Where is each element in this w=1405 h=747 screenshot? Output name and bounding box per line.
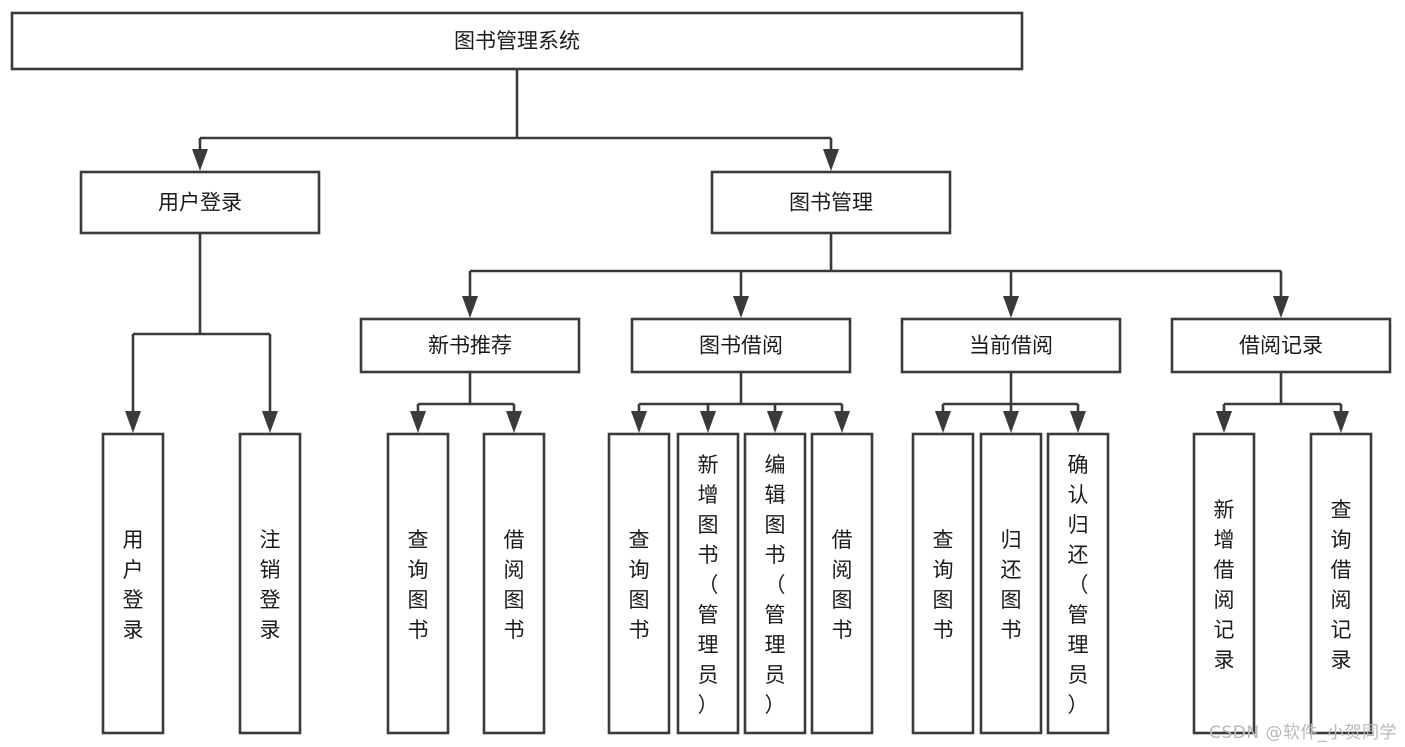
node-label-book-borrow: 图书借阅 [699,334,783,358]
watermark-text: CSDN @软件_小贺同学 [1209,723,1397,743]
arrow-head-icon [935,411,951,433]
node-box-leaf-query-book-1[interactable] [386,432,450,735]
arrow-head-icon [262,411,278,433]
node-leaf-edit-book[interactable]: 编辑图书（管理员） [743,432,807,735]
node-label-leaf-return-book: 归还图书 [1001,528,1022,642]
node-box-leaf-query-record[interactable] [1309,432,1373,735]
node-box-book-borrow[interactable] [630,317,852,374]
node-user-login[interactable]: 用户登录 [79,170,321,235]
node-leaf-query-book-3[interactable]: 查询图书 [911,432,975,735]
node-box-leaf-user-logout[interactable] [238,432,302,735]
connector-group-book-borrow [631,372,850,433]
arrow-head-icon [1003,296,1019,318]
node-box-leaf-user-login[interactable] [101,432,165,735]
node-label-leaf-query-book-3: 查询图书 [933,528,954,642]
node-box-borrow-record[interactable] [1170,317,1392,374]
node-label-root: 图书管理系统 [454,29,580,53]
node-label-leaf-add-book: 新增图书（管理员） [698,453,719,717]
node-leaf-confirm-return[interactable]: 确认归还（管理员） [1046,432,1110,735]
arrow-head-icon [192,149,208,171]
node-box-leaf-borrow-book-1[interactable] [482,432,546,735]
connector-group-root [192,69,839,171]
arrow-head-icon [733,296,749,318]
node-book-borrow[interactable]: 图书借阅 [630,317,852,374]
node-label-leaf-confirm-return: 确认归还（管理员） [1068,453,1089,717]
node-box-leaf-confirm-return[interactable] [1046,432,1110,735]
node-leaf-query-book-1[interactable]: 查询图书 [386,432,450,735]
node-label-book-manage: 图书管理 [789,191,873,215]
arrow-head-icon [1003,411,1019,433]
node-leaf-user-login[interactable]: 用户登录 [101,432,165,735]
node-box-leaf-query-book-2[interactable] [607,432,671,735]
nodes-layer: 图书管理系统用户登录图书管理新书推荐图书借阅当前借阅借阅记录用户登录注销登录查询… [10,11,1392,735]
node-label-leaf-user-logout: 注销登录 [260,528,281,642]
node-box-leaf-add-book[interactable] [676,432,740,735]
node-label-leaf-borrow-book-1: 借阅图书 [504,528,525,642]
arrow-head-icon [1333,411,1349,433]
node-new-book-recommend[interactable]: 新书推荐 [359,317,581,374]
node-leaf-return-book[interactable]: 归还图书 [979,432,1043,735]
node-label-leaf-edit-book: 编辑图书（管理员） [765,453,786,717]
node-label-new-book-recommend: 新书推荐 [428,334,512,358]
node-box-leaf-edit-book[interactable] [743,432,807,735]
arrow-head-icon [1273,296,1289,318]
node-leaf-borrow-book-2[interactable]: 借阅图书 [810,432,874,735]
node-leaf-user-logout[interactable]: 注销登录 [238,432,302,735]
arrow-head-icon [462,296,478,318]
node-box-root[interactable] [10,11,1024,71]
arrow-head-icon [1070,411,1086,433]
node-leaf-query-book-2[interactable]: 查询图书 [607,432,671,735]
node-label-borrow-record: 借阅记录 [1239,334,1323,358]
node-box-user-login[interactable] [79,170,321,235]
connector-group-new-book-recommend [410,372,522,433]
node-box-leaf-borrow-book-2[interactable] [810,432,874,735]
node-book-manage[interactable]: 图书管理 [710,170,952,235]
node-label-leaf-query-book-1: 查询图书 [408,528,429,642]
node-leaf-query-record[interactable]: 查询借阅记录 [1309,432,1373,735]
node-label-leaf-query-book-2: 查询图书 [629,528,650,642]
node-borrow-record[interactable]: 借阅记录 [1170,317,1392,374]
connector-group-user-login [125,233,278,433]
node-leaf-borrow-book-1[interactable]: 借阅图书 [482,432,546,735]
arrow-head-icon [1216,411,1232,433]
node-label-user-login: 用户登录 [158,191,242,215]
connector-group-book-manage [462,233,1289,318]
node-box-book-manage[interactable] [710,170,952,235]
connector-group-borrow-record [1216,372,1349,433]
node-box-leaf-return-book[interactable] [979,432,1043,735]
arrow-head-icon [125,411,141,433]
node-leaf-add-record[interactable]: 新增借阅记录 [1192,432,1256,735]
node-current-borrow[interactable]: 当前借阅 [900,317,1122,374]
arrow-head-icon [767,411,783,433]
node-box-leaf-add-record[interactable] [1192,432,1256,735]
node-label-leaf-borrow-book-2: 借阅图书 [832,528,853,642]
node-leaf-add-book[interactable]: 新增图书（管理员） [676,432,740,735]
node-box-leaf-query-book-3[interactable] [911,432,975,735]
arrow-head-icon [823,149,839,171]
node-label-leaf-add-record: 新增借阅记录 [1214,498,1235,672]
connectors-layer [125,69,1349,433]
node-box-new-book-recommend[interactable] [359,317,581,374]
arrow-head-icon [410,411,426,433]
node-label-leaf-query-record: 查询借阅记录 [1331,498,1352,672]
arrow-head-icon [700,411,716,433]
connector-group-current-borrow [935,372,1086,433]
node-box-current-borrow[interactable] [900,317,1122,374]
node-label-leaf-user-login: 用户登录 [123,528,144,642]
arrow-head-icon [631,411,647,433]
node-label-current-borrow: 当前借阅 [969,334,1053,358]
arrow-head-icon [506,411,522,433]
arrow-head-icon [834,411,850,433]
node-root[interactable]: 图书管理系统 [10,11,1024,71]
